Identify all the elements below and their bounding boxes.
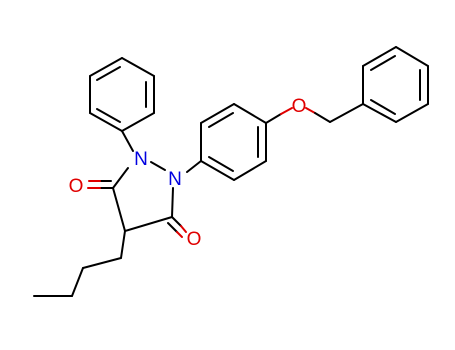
bond-phenyl-n1 (121, 130, 134, 152)
carbonyl-right (167, 216, 187, 238)
atom-o-carbonyl-left-label: O (69, 176, 84, 197)
atom-o-ether-label: O (292, 96, 307, 117)
pyrazolidinedione-ring (112, 161, 174, 232)
phenyl-ring-top (89, 57, 155, 132)
atom-n2-label: N (168, 169, 182, 190)
carbonyl-left (87, 180, 114, 189)
ether-linkage (265, 103, 364, 124)
phenylene-ring (200, 103, 267, 181)
atom-n1-label: N (134, 149, 148, 170)
atom-o-carbonyl-right-label: O (187, 229, 202, 250)
bond-n2-aryl (186, 160, 202, 173)
butyl-chain (33, 230, 126, 297)
phenyl-ring-right (362, 46, 429, 123)
